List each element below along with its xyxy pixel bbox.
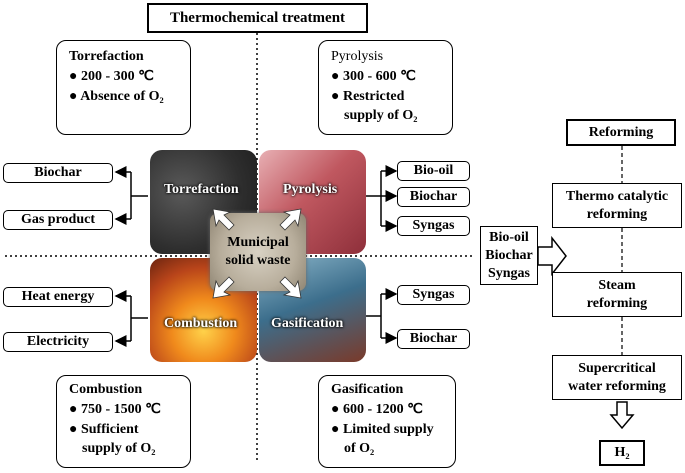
arrow-to-combustion [212,276,235,299]
reforming-step-thermo-catalytic: Thermo catalytic reforming [552,183,682,228]
torrefaction-temp-row: ● 200 - 300 ℃ [69,69,154,84]
arrow-to-pyrolysis [279,208,302,231]
combustion-condition-2: supply of O₂ [82,441,156,456]
reforming-step-steam: Steam reforming [552,272,682,317]
torrefaction-output-biochar: Biochar [3,163,113,183]
torrefaction-info-box: Torrefaction ● 200 - 300 ℃ ● Absence of … [56,40,191,135]
pyrolysis-temp-row: ● 300 - 600 ℃ [331,69,416,84]
combined-biochar: Biochar [485,248,533,263]
torrefaction-bracket [114,166,148,225]
pyrolysis-label: Pyrolysis [283,182,338,197]
combustion-cond-row: ● Sufficient [69,422,139,437]
arrow-to-gasification [279,276,302,299]
reforming-title-box: Reforming [566,119,676,146]
gasification-info-title: Gasification [331,382,404,397]
combustion-temp: 750 - 1500 ℃ [80,402,161,417]
gasification-temp-row: ● 600 - 1200 ℃ [331,402,423,417]
combustion-temp-row: ● 750 - 1500 ℃ [69,402,161,417]
combustion-output-electricity: Electricity [3,332,113,352]
reforming-step-1-line-2: reforming [586,207,648,222]
gasification-cond-row: ● Limited supply [331,422,434,437]
pyrolysis-cond-row: ● Restricted [331,89,405,104]
reforming-step-3-line-1: Supercritical [578,361,656,376]
pyrolysis-bracket [366,165,398,232]
torrefaction-output-gas: Gas product [3,210,113,230]
torrefaction-temp: 200 - 300 ℃ [80,69,154,84]
gasification-label: Gasification [271,316,344,331]
combustion-info-box: Combustion ● 750 - 1500 ℃ ● Sufficient s… [56,375,191,468]
combustion-condition-1: Sufficient [80,422,139,437]
gasification-bracket [366,288,398,344]
hydrogen-box: H₂ [599,440,645,466]
reforming-step-3-line-2: water reforming [568,379,666,394]
gasification-temp: 600 - 1200 ℃ [342,402,423,417]
reforming-step-2-line-2: reforming [586,296,648,311]
to-reforming-arrow [537,235,567,277]
torrefaction-cond-row: ● Absence of O₂ [69,89,164,104]
combined-biooil: Bio-oil [489,230,529,245]
torrefaction-condition: Absence of O₂ [80,89,164,104]
combined-syngas: Syngas [487,266,531,281]
pyrolysis-temp: 300 - 600 ℃ [342,69,416,84]
gasification-condition-1: Limited supply [342,422,434,437]
arrow-to-torrefaction [212,208,235,231]
pyrolysis-output-syngas: Syngas [397,216,470,236]
pyrolysis-condition-1: Restricted [342,89,405,104]
reforming-step-2-line-1: Steam [598,278,636,293]
header-title: Thermochemical treatment [169,9,346,26]
gasification-info-box: Gasification ● 600 - 1200 ℃ ● Limited su… [318,375,456,468]
pyrolysis-info-box: Pyrolysis ● 300 - 600 ℃ ● Restricted sup… [318,40,453,135]
pyrolysis-condition-2: supply of O₂ [344,108,418,123]
pyrolysis-info-title: Pyrolysis [331,49,384,64]
combustion-label: Combustion [164,316,238,331]
combustion-bracket [114,290,148,347]
gasification-condition-2: of O₂ [344,441,375,456]
reforming-step-1-line-1: Thermo catalytic [565,189,669,204]
torrefaction-info-title: Torrefaction [69,49,144,64]
gasification-output-syngas: Syngas [397,285,470,305]
gasification-output-biochar: Biochar [397,329,470,349]
reforming-title: Reforming [588,124,654,140]
combustion-info-title: Combustion [69,382,143,397]
torrefaction-label: Torrefaction [164,182,239,197]
reforming-step-supercritical: Supercritical water reforming [552,355,682,400]
header-box: Thermochemical treatment [147,3,368,33]
to-h2-arrow [609,401,635,430]
pyrolysis-output-biochar: Biochar [397,187,470,207]
hydrogen-label: H₂ [614,445,630,460]
pyrolysis-output-biooil: Bio-oil [397,161,470,181]
combined-products-box: Bio-oil Biochar Syngas [480,226,538,285]
msw-line-2: solid waste [225,253,291,268]
combustion-output-heat: Heat energy [3,287,113,307]
msw-line-1: Municipal [227,235,289,250]
